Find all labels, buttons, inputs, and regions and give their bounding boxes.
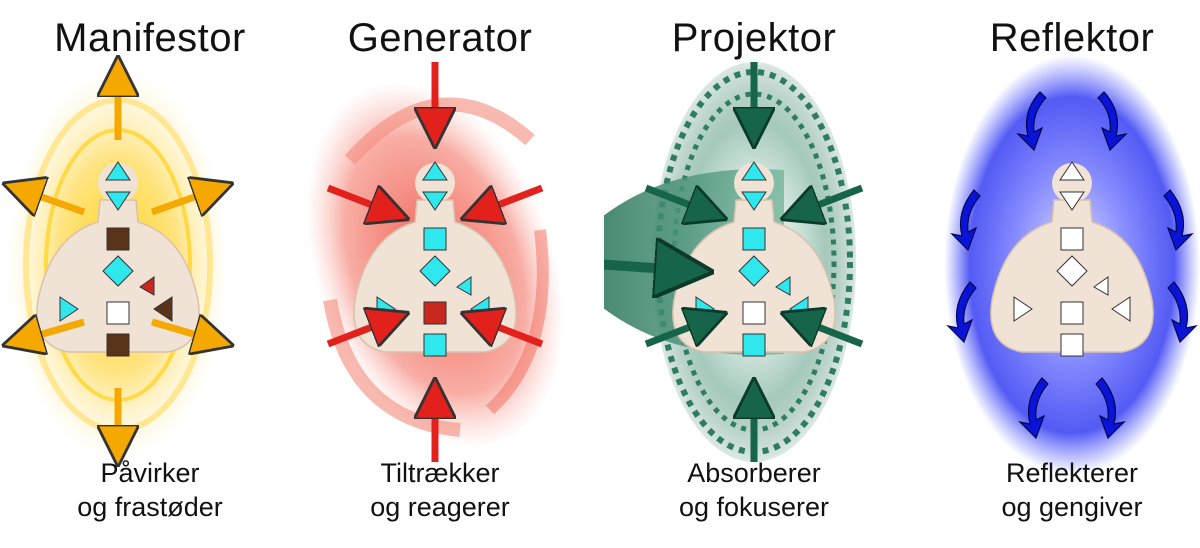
root-center <box>1060 333 1084 357</box>
caption-line-1: Tiltrækker <box>380 458 500 488</box>
generator-illustration <box>306 62 564 462</box>
throat-center <box>742 227 766 251</box>
arrow-upper-left <box>22 190 86 212</box>
curved-arrows <box>946 91 1198 440</box>
ajna-center <box>422 191 448 211</box>
type-caption: Reflekterer og gengiver <box>922 456 1200 524</box>
spleen-center <box>59 296 79 322</box>
curved-arrow-icon <box>950 189 981 252</box>
throat-center <box>106 227 130 251</box>
arrow-focus <box>604 262 684 270</box>
arrow-upper-right <box>150 190 214 212</box>
heart-center <box>1093 276 1109 296</box>
ajna-center <box>741 191 767 211</box>
reflektor-illustration <box>944 55 1200 475</box>
solar-plexus-center <box>153 296 173 322</box>
type-title: Reflektor <box>989 16 1155 60</box>
curved-arrow-icon <box>1097 91 1128 152</box>
arrow-lower-right <box>151 322 214 340</box>
arrow-from-upper-right <box>800 184 864 212</box>
head-center <box>105 161 131 181</box>
sacral-center <box>742 301 766 325</box>
solar-plexus-center <box>1111 296 1131 322</box>
ajna-center <box>1059 191 1085 211</box>
arrow-from-lower-right <box>480 320 544 348</box>
bodygraph-centers <box>1013 161 1131 357</box>
root-center <box>106 333 130 357</box>
curved-arrow-icon <box>1016 91 1047 152</box>
arrow-from-lower-left <box>326 320 390 348</box>
caption-line-1: Absorberer <box>687 458 821 488</box>
spleen-center <box>1013 296 1033 322</box>
arrow-from-upper-left <box>326 184 390 212</box>
type-title: Generator <box>347 16 533 60</box>
sacral-center <box>1060 301 1084 325</box>
type-title: Manifestor <box>54 16 246 60</box>
type-caption: Absorberer og fokuserer <box>604 456 904 524</box>
arrow-from-lower-right <box>800 320 864 348</box>
generator-panel: Generator Tiltrækker og reagerer <box>290 0 590 548</box>
ajna-center <box>105 191 131 211</box>
heart-center <box>775 276 791 296</box>
reflektor-panel: Reflektor Reflekterer og gengiver <box>922 0 1200 548</box>
caption-line-2: og fokuserer <box>678 492 830 522</box>
head-center <box>422 161 448 181</box>
caption-line-1: Reflekterer <box>1005 458 1139 488</box>
projektor-panel: Projektor Absorberer og fokuserer <box>604 0 904 548</box>
manifestor-illustration <box>0 0 300 548</box>
curved-arrow-icon <box>1018 377 1049 440</box>
arrow-lower-left <box>22 322 85 340</box>
root-center <box>423 333 447 357</box>
incoming-arrows <box>604 62 864 462</box>
type-caption: Påvirker og frastøder <box>0 456 300 524</box>
curved-arrow-icon <box>1095 377 1126 440</box>
curved-arrow-icon <box>946 281 977 344</box>
g-center <box>102 255 134 287</box>
projektor-illustration <box>604 62 864 462</box>
sacral-center <box>106 301 130 325</box>
head-center <box>741 161 767 181</box>
arrow-from-lower-left <box>644 320 708 348</box>
caption-line-2: og reagerer <box>370 492 510 522</box>
heart-center <box>139 276 155 296</box>
incoming-arrows <box>326 62 544 462</box>
throat-center <box>1060 227 1084 251</box>
curved-arrow-icon <box>1167 281 1198 344</box>
head-center <box>1059 161 1085 181</box>
caption-line-1: Påvirker <box>100 458 200 488</box>
g-center <box>419 255 451 287</box>
curved-arrow-icon <box>1163 189 1194 252</box>
caption-line-2: og gengiver <box>1001 492 1143 522</box>
throat-center <box>423 227 447 251</box>
g-center <box>1056 255 1088 287</box>
type-title: Projektor <box>671 16 837 60</box>
type-caption: Tiltrækker og reagerer <box>290 456 590 524</box>
caption-line-2: og frastøder <box>77 492 223 522</box>
manifestor-panel: Manifestor Påvirker og frastøder <box>0 0 300 548</box>
bodygraph-centers <box>59 161 173 357</box>
heart-center <box>456 276 472 296</box>
g-center <box>738 255 770 287</box>
arrow-from-upper-left <box>644 184 708 212</box>
arrow-from-upper-right <box>480 184 544 212</box>
root-center <box>742 333 766 357</box>
outgoing-arrows <box>22 76 214 446</box>
sacral-center <box>423 301 447 325</box>
